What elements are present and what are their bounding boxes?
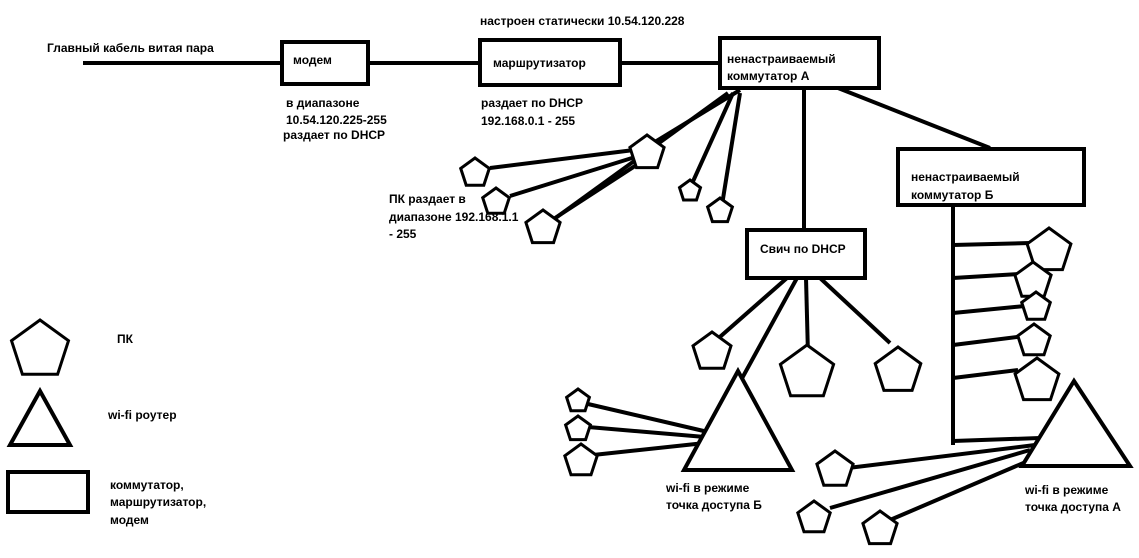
pc-icon xyxy=(873,345,923,392)
pc-dhcp-label: ПК раздает в xyxy=(389,192,466,206)
legend-pc-icon xyxy=(9,318,71,376)
pc-icon xyxy=(815,449,855,487)
pc-icon-hub xyxy=(628,133,666,170)
pc-icon xyxy=(691,330,733,370)
pc-icon xyxy=(563,414,593,442)
link-switch-a-pc-small-1 xyxy=(688,92,735,189)
devices xyxy=(280,36,1134,472)
switch-b-label: ненастраиваемый xyxy=(911,170,1020,184)
ap-b-triangle xyxy=(680,366,796,472)
pc-icon xyxy=(480,186,512,215)
modem-label: модем xyxy=(293,53,332,67)
link-switch-a-switch-b xyxy=(837,86,991,150)
switch-b-tap-2 xyxy=(952,272,1021,280)
pc-icon xyxy=(778,343,836,398)
switch-b-tap-4 xyxy=(952,334,1026,347)
pc-icon xyxy=(1013,356,1061,402)
pc-icon xyxy=(563,442,599,477)
pc-icon xyxy=(1016,322,1052,357)
pc-icon xyxy=(1025,226,1073,272)
switch-a-box xyxy=(718,36,881,90)
link-pc-hub-pc-3 xyxy=(550,162,640,222)
legend-wifi-router-label: wi-fi роутер xyxy=(107,408,177,422)
legend-device-icon xyxy=(6,470,90,514)
ap-b-label: точка доступа Б xyxy=(666,498,762,512)
link-dhcp-switch-pc-right xyxy=(818,276,892,345)
link-ap-b-pc-1 xyxy=(587,402,709,434)
switch-b-tap-ap-a xyxy=(952,436,1041,443)
link-ap-a-pc-1 xyxy=(847,443,1036,470)
dhcp-switch-box xyxy=(745,228,867,280)
ap-a-label: wi-fi в режиме xyxy=(1024,483,1109,497)
pc-icon xyxy=(1019,290,1053,321)
dhcp-switch-label: Свич по DHCP xyxy=(760,242,846,256)
link-ap-b-pc-3 xyxy=(592,441,706,457)
pc-icon xyxy=(705,196,735,224)
link-pc-hub-pc-2 xyxy=(509,156,633,198)
pc-dhcp-label: диапазоне 192.168.1.1 xyxy=(389,210,519,224)
pc-icon xyxy=(796,499,832,534)
pc-icon xyxy=(677,178,703,202)
modem-box xyxy=(280,40,370,86)
switch-a-label: коммутатор А xyxy=(727,69,810,83)
pc-icon xyxy=(564,387,592,413)
modem-range-label: 10.54.120.225-255 xyxy=(286,113,387,127)
router-dhcp-label: 192.168.0.1 - 255 xyxy=(481,114,575,128)
link-dhcp-switch-pc-left xyxy=(711,276,789,345)
switch-b-tap-1 xyxy=(952,241,1031,247)
pc-dhcp-label: - 255 xyxy=(389,227,417,241)
modem-range-label: в диапазоне xyxy=(286,96,360,110)
ap-a-triangle xyxy=(1018,377,1134,468)
router-label: маршрутизатор xyxy=(493,56,586,70)
pc-icon xyxy=(861,509,899,546)
switch-b-tap-3 xyxy=(952,304,1026,315)
legend-device-label: маршрутизатор, xyxy=(110,495,206,509)
legend-wifi-router-icon xyxy=(6,386,74,447)
link-dhcp-switch-ap-b xyxy=(738,277,799,383)
router-dhcp-label: раздает по DHCP xyxy=(481,96,583,110)
switch-b-tap-5 xyxy=(952,368,1019,380)
link-ap-a-pc-3 xyxy=(889,456,1036,522)
main-cable-label: Главный кабель витая пара xyxy=(47,41,214,55)
legend-device-label: коммутатор, xyxy=(110,478,184,492)
switch-b-box xyxy=(896,147,1086,207)
switch-b-label: коммутатор Б xyxy=(911,188,994,202)
ap-b-label: wi-fi в режиме xyxy=(665,481,750,495)
pc-icon xyxy=(524,208,562,245)
link-dhcp-switch-pc-mid xyxy=(804,277,810,356)
link-ap-b-pc-2 xyxy=(587,425,706,439)
router-box xyxy=(478,38,622,87)
pc-icon xyxy=(458,156,492,187)
pcs xyxy=(458,133,1073,546)
connections xyxy=(83,61,1041,522)
link-pc-hub-pc-1 xyxy=(489,148,635,170)
link-ap-a-pc-2 xyxy=(829,448,1031,510)
labels: Главный кабель витая пара модем в диапаз… xyxy=(47,14,1121,527)
legend-device-label: модем xyxy=(110,513,149,527)
router-static-label: настроен статически 10.54.120.228 xyxy=(480,14,685,28)
ap-a-label: точка доступа А xyxy=(1025,500,1121,514)
legend xyxy=(6,318,90,514)
switch-a-label: ненастраиваемый xyxy=(727,52,836,66)
modem-range-label: раздает по DHCP xyxy=(283,128,385,142)
link-switch-a-pc-small-2 xyxy=(720,92,742,206)
legend-pc-label: ПК xyxy=(117,332,134,346)
